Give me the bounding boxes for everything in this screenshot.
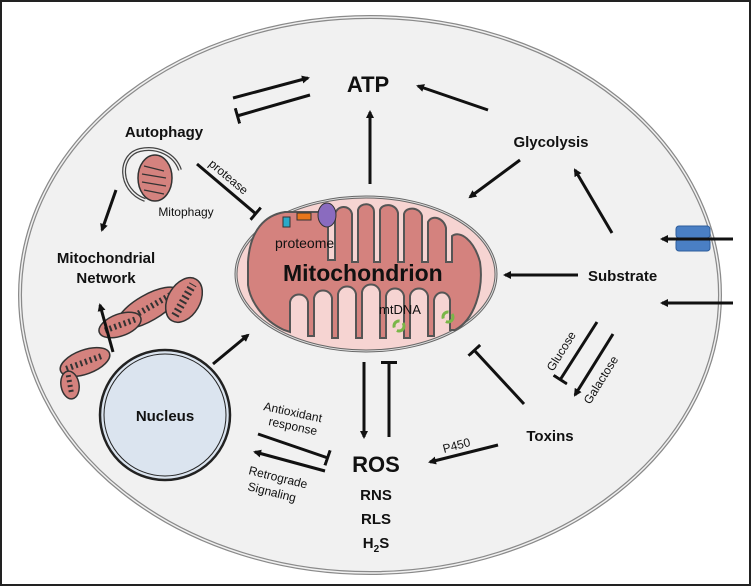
toxins-label: Toxins <box>526 428 573 445</box>
glycolysis-label: Glycolysis <box>513 134 588 151</box>
mitophagy-icon <box>122 147 182 202</box>
autophagy-label: Autophagy <box>125 124 204 141</box>
membrane-transporter-icon <box>675 225 711 252</box>
arrow-glycolysis-to-atp <box>416 84 489 112</box>
inhibit-atp-to-autophagy <box>233 93 311 124</box>
inner-membrane-cristae <box>247 203 482 339</box>
mitophagy-label: Mitophagy <box>158 205 213 219</box>
protein-cyan-icon <box>282 216 291 228</box>
mtdna-label: mtDNA <box>379 302 421 317</box>
ros-label: ROS <box>352 452 400 477</box>
mitochondrial-network-icon <box>59 276 204 400</box>
h2s-label: H2S <box>363 535 389 555</box>
arrow-retrograde-signaling <box>253 449 326 473</box>
nucleus-label: Nucleus <box>136 408 194 425</box>
arrow-nucleus-to-mitochondrion <box>212 333 250 366</box>
nucleus: Nucleus <box>98 348 232 482</box>
inhibit-glucose <box>552 321 599 386</box>
mitochondrion-label: Mitochondrion <box>283 260 443 286</box>
mtdna-ring-icon <box>392 319 406 333</box>
arrow-nucleus-to-network <box>97 303 115 353</box>
proteome-label: proteome <box>275 235 334 251</box>
rns-label: RNS <box>360 487 392 504</box>
mitochondrial-network-label-line2: Network <box>76 270 136 287</box>
atp-label: ATP <box>347 72 389 97</box>
arrow-toxins-to-ros-p450 <box>428 443 499 465</box>
inhibit-toxins-to-mitochondrion <box>467 343 526 406</box>
mitochondrion: proteome Mitochondrion mtDNA <box>234 195 498 353</box>
mtdna-ring-icon <box>441 310 455 324</box>
rls-label: RLS <box>361 511 391 528</box>
arrow-autophagy-to-atp <box>232 75 310 100</box>
inhibit-protease <box>196 162 262 221</box>
inhibit-antioxidant-response <box>257 432 332 466</box>
arrow-autophagy-to-network <box>100 189 118 232</box>
protein-purple-icon <box>317 202 337 228</box>
edges <box>97 75 733 473</box>
arrow-substrate-to-glycolysis <box>573 168 614 234</box>
substrate-label: Substrate <box>588 268 657 285</box>
protein-orange-icon <box>296 212 312 221</box>
mitochondrial-network-label-line1: Mitochondrial <box>57 250 155 267</box>
arrow-galactose <box>573 333 615 397</box>
arrow-glycolysis-to-mitochondrion <box>468 158 521 199</box>
